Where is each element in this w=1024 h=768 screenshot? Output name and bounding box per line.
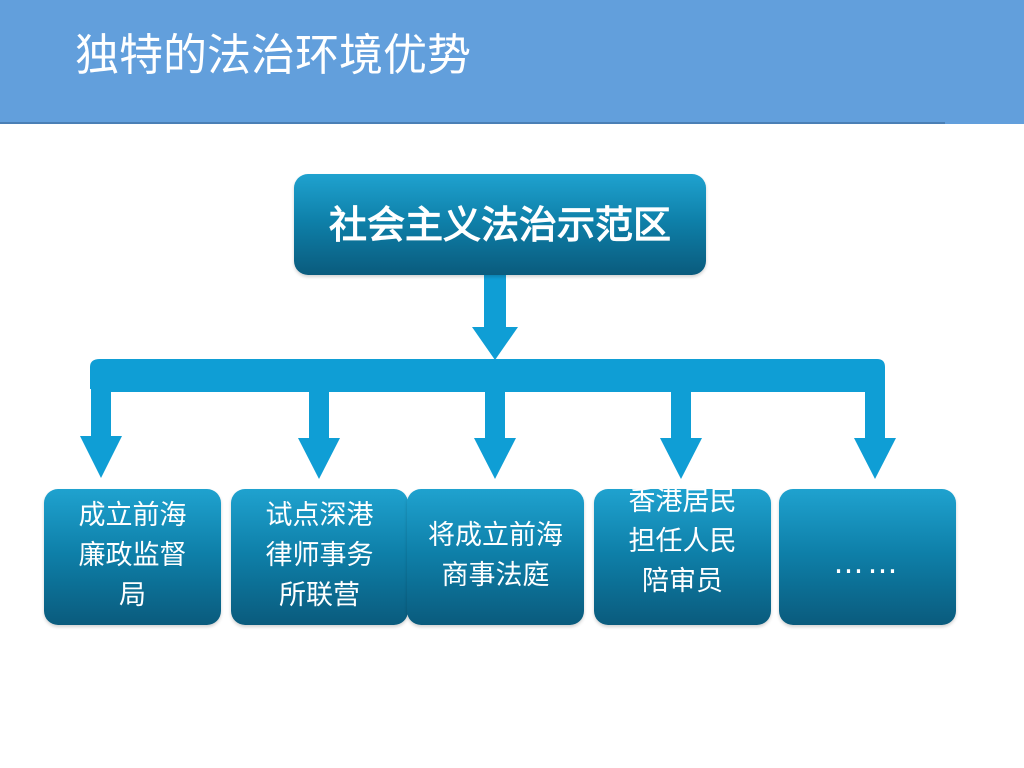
child-arrow-1 (298, 392, 340, 479)
child-arrow-0 (80, 389, 122, 478)
child-node-label: 试点深港 律师事务 所联营 (265, 500, 374, 611)
root-node-label: 社会主义法治示范区 (328, 203, 671, 247)
child-node-hk-jurors: 香港居民 担任人民 陪审员 (594, 486, 771, 625)
child-arrow-2 (474, 392, 516, 479)
child-node-integrity-bureau: 成立前海 廉政监督 局 (44, 489, 221, 625)
root-node: 社会主义法治示范区 (294, 174, 706, 275)
child-node-more: …… (779, 489, 956, 625)
child-arrow-3 (660, 392, 702, 479)
header-divider (0, 122, 945, 124)
child-node-label: 将成立前海 商事法庭 (428, 520, 563, 591)
child-node-label: …… (833, 546, 902, 581)
root-arrow (472, 275, 518, 360)
header-bar (0, 0, 1024, 124)
slide-title: 独特的法治环境优势 (75, 30, 471, 81)
child-node-label: 成立前海 廉政监督 局 (78, 500, 187, 611)
child-arrow-4 (854, 389, 896, 479)
child-node-label: 香港居民 担任人民 陪审员 (628, 486, 737, 597)
distribution-bus (90, 359, 885, 392)
child-node-commercial-court: 将成立前海 商事法庭 (407, 489, 584, 625)
child-node-law-firm-association: 试点深港 律师事务 所联营 (231, 489, 408, 625)
